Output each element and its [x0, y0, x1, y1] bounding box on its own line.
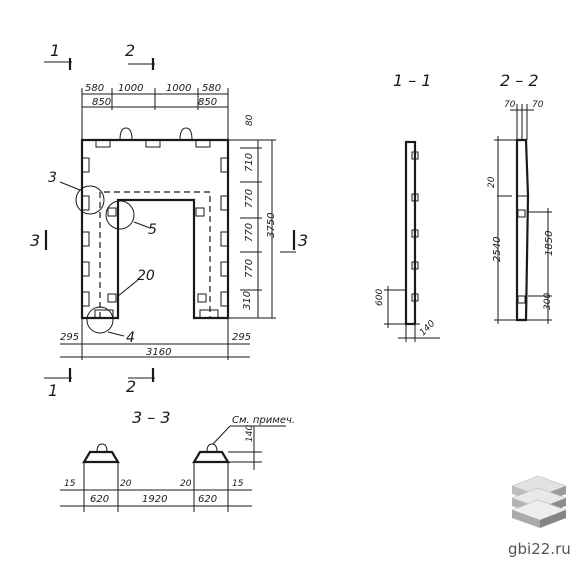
- dim-80: 80: [245, 114, 255, 126]
- plate-right-3: [220, 231, 229, 247]
- main-view: 3 5 4 20 580 1000 1000 580 850 850 80 71…: [30, 41, 308, 400]
- sec11-dim-140: 140: [418, 319, 437, 338]
- sec33-piece-left: [82, 450, 120, 464]
- sec22-dim-1850: 1850: [544, 231, 555, 256]
- inner-dashed-outline: [99, 191, 211, 318]
- dim-1000-right: 1000: [166, 83, 191, 94]
- watermark-text: gbi22.ru: [508, 540, 571, 558]
- sec33-dim-15-right: 15: [232, 479, 244, 489]
- dim-710: 710: [244, 153, 255, 172]
- plate-right-4: [220, 261, 229, 277]
- sec33-dim-140: 140: [245, 425, 255, 442]
- dim-3750: 3750: [266, 213, 277, 238]
- sec22-dim-300: 300: [543, 293, 553, 310]
- watermark-logo: [511, 475, 567, 528]
- dim-3160: 3160: [146, 347, 171, 358]
- sec33-dim-1920: 1920: [142, 494, 167, 505]
- section-1-1-title: 1 – 1: [393, 71, 432, 90]
- dim-310: 310: [242, 291, 253, 310]
- plate-left-3: [81, 231, 90, 247]
- dim-770-a: 770: [244, 189, 255, 208]
- plate-left-1: [81, 157, 90, 173]
- cut-3-right: 3: [298, 231, 308, 250]
- sec33-dim-20-right: 20: [180, 479, 192, 489]
- dim-580-right: 580: [202, 83, 221, 94]
- sec22-dim-2540: 2540: [492, 237, 503, 262]
- section-2-2: 2 – 2 70 70 20 2540 1850 300: [487, 71, 555, 324]
- callout-circle-3: [75, 185, 105, 215]
- lifting-loop-right: [179, 127, 193, 141]
- insert-20: [107, 293, 117, 303]
- cut-2-top: 2: [125, 41, 135, 60]
- sec22-dim-70b: 70: [532, 100, 544, 110]
- insert-5b: [195, 207, 205, 217]
- section-1-1-body: [404, 140, 417, 326]
- sec33-dim-20-left: 20: [120, 479, 132, 489]
- dim-770-b: 770: [244, 223, 255, 242]
- sec33-dim-620-right: 620: [198, 494, 217, 505]
- plate-top-3: [195, 139, 211, 148]
- section-3-3-title: 3 – 3: [132, 408, 171, 427]
- sec33-dim-15-left: 15: [64, 479, 76, 489]
- callout-20: 20: [137, 268, 155, 284]
- cut-1-top: 1: [50, 41, 60, 60]
- callout-circle-5: [105, 200, 135, 230]
- cut-2-bottom: 2: [126, 377, 136, 396]
- dim-1000-left: 1000: [118, 83, 143, 94]
- section-2-2-body: [515, 138, 530, 322]
- cut-3-left: 3: [30, 231, 40, 250]
- dim-580-left: 580: [85, 83, 104, 94]
- dim-295-left: 295: [60, 332, 79, 343]
- plate-left-5: [81, 291, 90, 307]
- section-3-3: 3 – 3 См. примеч. 140 15 620 20 1920 20 …: [60, 408, 295, 512]
- plate-left-2: [81, 195, 90, 211]
- insert-5: [107, 207, 117, 217]
- dim-850-right: 850: [198, 97, 217, 108]
- plate-right-5: [220, 291, 229, 307]
- callout-circle-4: [86, 306, 114, 334]
- cut-1-bottom: 1: [48, 381, 58, 400]
- lifting-loop-left: [119, 127, 133, 141]
- section-2-2-title: 2 – 2: [500, 71, 539, 90]
- dim-850-left: 850: [92, 97, 111, 108]
- sec11-dim-600: 600: [375, 289, 385, 306]
- plate-left-4: [81, 261, 90, 277]
- section-1-1: 1 – 1 600 140: [375, 71, 440, 342]
- plate-top-1: [95, 139, 111, 148]
- sec22-dim-20: 20: [487, 176, 497, 188]
- sec33-note: См. примеч.: [232, 415, 295, 426]
- callout-3: 3: [48, 170, 57, 186]
- plate-right-2: [220, 195, 229, 211]
- dim-295-right: 295: [232, 332, 251, 343]
- sec33-dim-620-left: 620: [90, 494, 109, 505]
- plate-top-2: [145, 139, 161, 148]
- bottom-plate-right: [199, 309, 219, 319]
- insert-20b: [197, 293, 207, 303]
- callout-5: 5: [148, 222, 157, 238]
- dim-770-c: 770: [244, 259, 255, 278]
- sec22-dim-70a: 70: [504, 100, 516, 110]
- callout-4: 4: [126, 330, 135, 346]
- bottom-plate-left: [94, 309, 114, 319]
- sec33-piece-right: [192, 450, 230, 464]
- plate-right-1: [220, 157, 229, 173]
